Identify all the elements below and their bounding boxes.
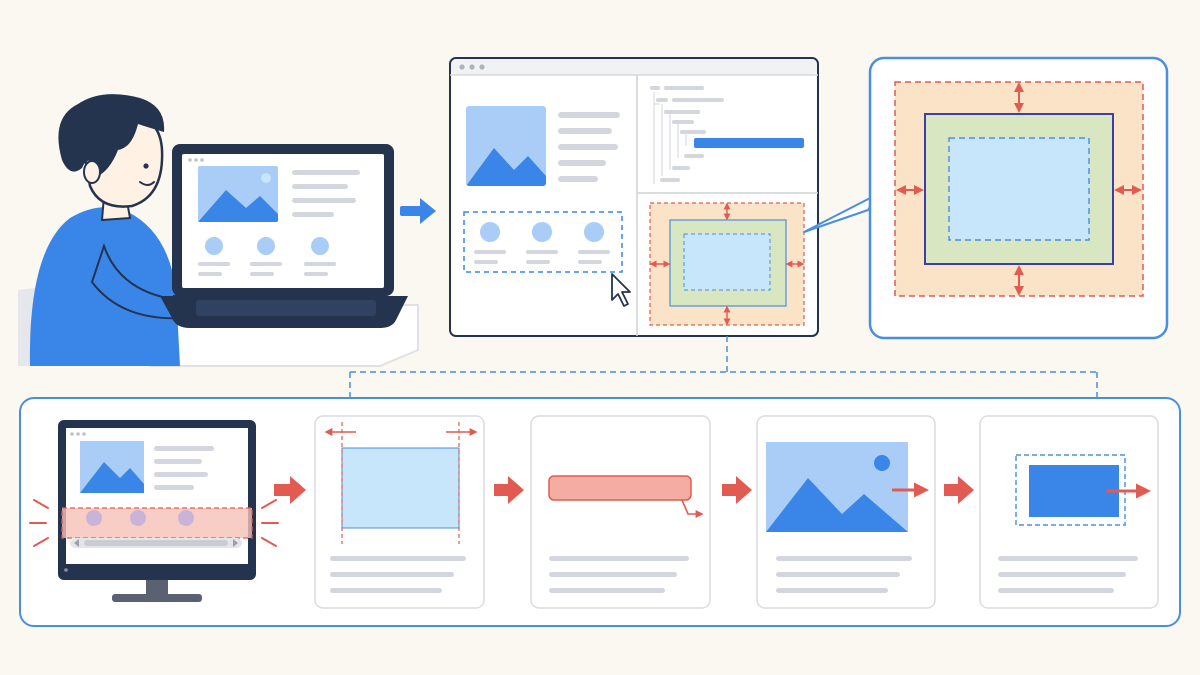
- monitor-stand: [112, 594, 202, 602]
- eye: [143, 163, 149, 169]
- devtools-window: [449, 57, 819, 337]
- page-preview-pane: [463, 106, 631, 307]
- overflowing-input: [548, 475, 692, 501]
- mouse-pointer-icon: [611, 273, 631, 307]
- step-card-element-overflow: [979, 415, 1159, 609]
- monitor-neck: [146, 580, 168, 596]
- dom-tree-pane: [650, 86, 804, 184]
- red-arrow-icon: [944, 476, 974, 504]
- step-card-width-overflow: [314, 415, 485, 609]
- red-arrow-icon: [494, 476, 524, 504]
- pipeline-panel: [19, 397, 1181, 627]
- selected-element-outline: [463, 211, 623, 273]
- pipeline-connector: [349, 336, 1098, 398]
- overflowing-element: [1029, 465, 1119, 517]
- hair: [58, 94, 165, 176]
- image-placeholder-icon: [766, 442, 908, 532]
- image-placeholder-icon: [466, 106, 546, 186]
- window-titlebar: [451, 59, 817, 75]
- ear: [83, 160, 101, 184]
- laptop-icon: [160, 144, 408, 328]
- red-arrow-icon: [722, 476, 752, 504]
- box-model-pane: [649, 202, 805, 326]
- step-card-text-overflow: [530, 415, 711, 609]
- image-placeholder-icon: [80, 441, 144, 493]
- image-placeholder-icon: [198, 166, 278, 222]
- blue-arrow-icon: [400, 198, 436, 224]
- red-arrow-icon: [274, 476, 306, 504]
- box-model-zoom: [868, 56, 1169, 340]
- selected-node-highlight: [694, 138, 804, 148]
- step-card-image-overflow: [756, 415, 936, 609]
- alert-rays: [29, 499, 279, 547]
- zoom-content-box: [948, 137, 1090, 241]
- smile: [139, 181, 155, 186]
- monitor-icon: [29, 420, 279, 602]
- content-area: [683, 233, 771, 291]
